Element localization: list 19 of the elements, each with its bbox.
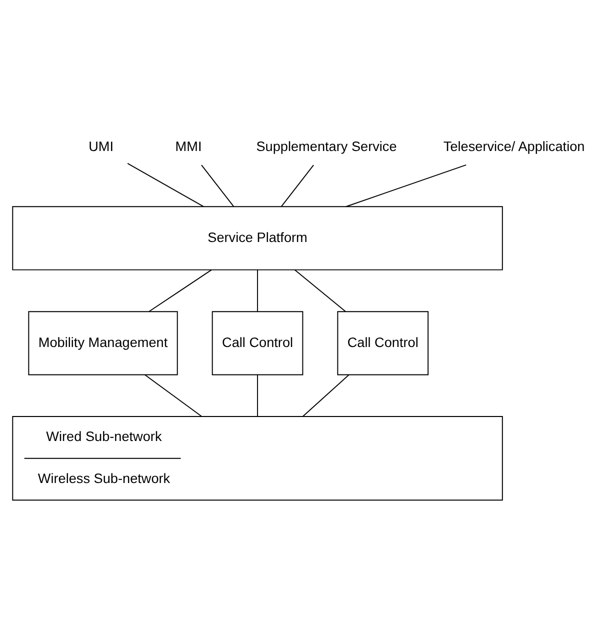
node-box: Mobility Management	[28, 310, 178, 375]
connector	[201, 164, 234, 207]
connector	[294, 268, 346, 312]
node-text: MMI	[175, 138, 202, 154]
connector	[127, 162, 204, 207]
node-text: Teleservice/ Application	[443, 138, 585, 154]
connector	[257, 268, 258, 312]
connector	[302, 374, 350, 416]
node-text: Supplementary Service	[256, 138, 397, 154]
node-box: Service Platform	[12, 206, 503, 270]
connector	[346, 164, 467, 207]
node-box: Call Control	[212, 310, 304, 375]
connector	[280, 164, 314, 207]
connector	[144, 374, 202, 416]
node-box: Call Control	[337, 310, 429, 375]
node-box: Wired Sub-network Wireless Sub-network	[12, 416, 503, 500]
node-text: UMI	[88, 138, 114, 154]
connector	[257, 374, 258, 416]
connector	[148, 268, 212, 312]
